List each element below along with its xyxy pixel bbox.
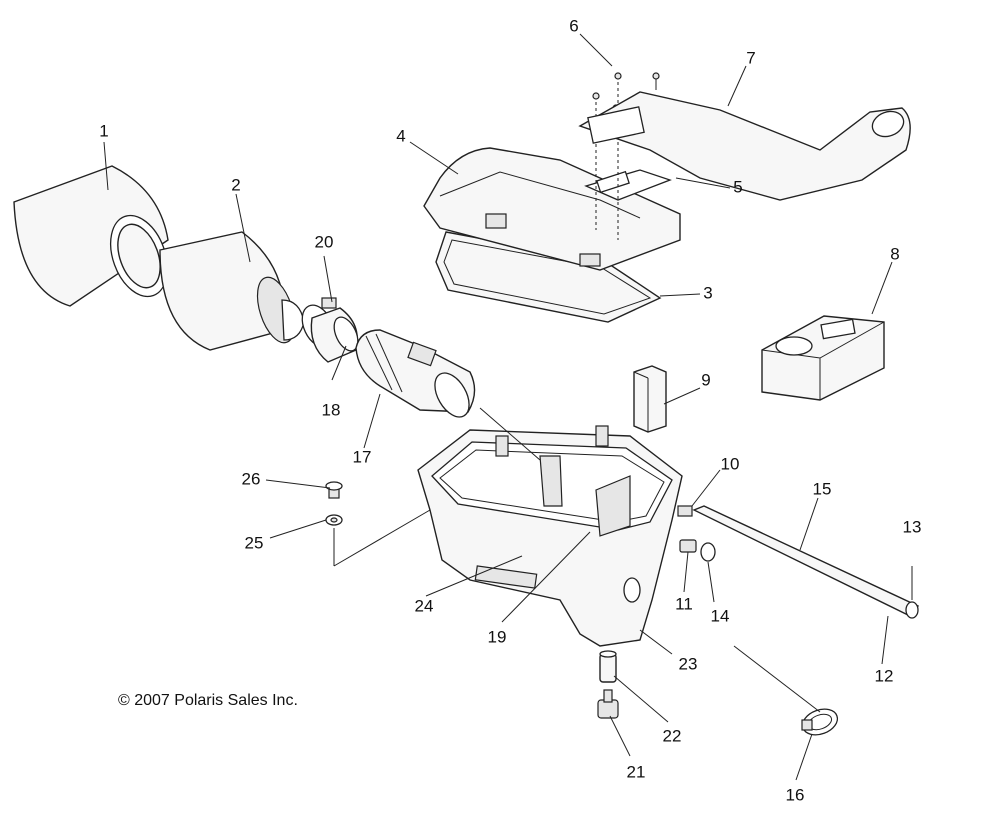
callout-4[interactable]: 4: [396, 126, 406, 146]
callout-17[interactable]: 17: [352, 447, 372, 467]
callout-13[interactable]: 13: [902, 517, 922, 537]
part-10-fitting[interactable]: [677, 505, 693, 517]
part-22-drain[interactable]: [599, 650, 617, 683]
part-15-drain-tube[interactable]: [692, 505, 920, 619]
callout-2[interactable]: 2: [231, 175, 241, 195]
part-4-cover[interactable]: [423, 147, 681, 271]
part-9-pad[interactable]: [633, 365, 667, 433]
callout-25[interactable]: 25: [244, 533, 264, 553]
callout-7[interactable]: 7: [746, 48, 756, 68]
callout-19[interactable]: 19: [487, 627, 507, 647]
callout-24[interactable]: 24: [414, 596, 434, 616]
callout-16[interactable]: 16: [785, 785, 805, 805]
callout-12[interactable]: 12: [874, 666, 894, 686]
part-17-intake-duct[interactable]: [355, 329, 476, 423]
part-5-seal[interactable]: [584, 169, 672, 201]
part-21-plug[interactable]: [597, 689, 619, 719]
part-2-filter-element[interactable]: [159, 231, 305, 351]
callout-20[interactable]: 20: [314, 232, 334, 252]
part-7-snorkel[interactable]: [578, 91, 911, 201]
callout-26[interactable]: 26: [241, 469, 261, 489]
copyright-text: © 2007 Polaris Sales Inc.: [118, 692, 298, 709]
part-16-clamp[interactable]: [799, 705, 841, 740]
callout-21[interactable]: 21: [626, 762, 646, 782]
callout-6[interactable]: 6: [569, 16, 579, 36]
part-24-airbox[interactable]: [417, 425, 683, 647]
callout-18[interactable]: 18: [321, 400, 341, 420]
part-8-foam-block[interactable]: [761, 315, 885, 401]
callout-10[interactable]: 10: [720, 454, 740, 474]
part-25-washer[interactable]: [325, 514, 343, 526]
callout-14[interactable]: 14: [710, 606, 730, 626]
leader-lines: [103, 33, 913, 781]
callout-1[interactable]: 1: [99, 121, 109, 141]
callout-15[interactable]: 15: [812, 479, 832, 499]
callout-8[interactable]: 8: [890, 244, 900, 264]
callout-9[interactable]: 9: [701, 370, 711, 390]
callout-3[interactable]: 3: [703, 283, 713, 303]
callout-23[interactable]: 23: [678, 654, 698, 674]
callout-11[interactable]: 11: [675, 594, 693, 614]
part-11-fitting[interactable]: [679, 539, 697, 553]
part-18-coupler[interactable]: [310, 307, 362, 363]
callout-22[interactable]: 22: [662, 726, 682, 746]
part-14-cap[interactable]: [700, 542, 716, 562]
part-26-rivet[interactable]: [325, 481, 343, 499]
part-1-prefilter[interactable]: [13, 165, 178, 307]
callout-5[interactable]: 5: [733, 177, 743, 197]
